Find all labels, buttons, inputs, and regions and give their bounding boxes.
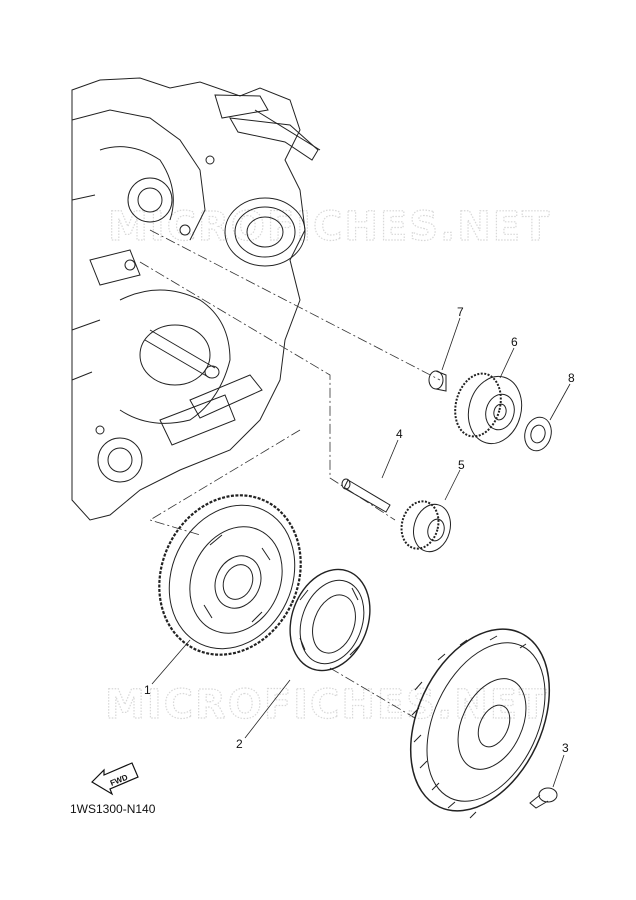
bolt (529, 787, 558, 809)
fwd-arrow-icon: FWD (91, 762, 139, 796)
engine-case (71, 77, 321, 521)
idle-gear (400, 500, 451, 553)
diagram-reference-code: 1WS1300-N140 (70, 802, 156, 816)
callout-2: 2 (236, 737, 243, 751)
callout-7: 7 (457, 305, 464, 319)
idle-gear-assembly (454, 372, 523, 445)
callout-8: 8 (568, 371, 575, 385)
callout-4: 4 (396, 427, 403, 441)
starter-clutch (289, 568, 371, 672)
flywheel-rotor (409, 628, 551, 819)
callout-leaders (151, 317, 571, 788)
ball-bearing (524, 416, 552, 452)
assembly-leader-lines (139, 229, 441, 719)
callout-5: 5 (458, 458, 465, 472)
idler-shaft (341, 478, 391, 513)
callout-6: 6 (511, 335, 518, 349)
needle-bearing (428, 370, 447, 392)
callout-3: 3 (562, 741, 569, 755)
watermark-bottom: MICROFICHES.NET (105, 682, 548, 728)
starter-driven-gear (158, 494, 302, 656)
callout-1: 1 (144, 683, 151, 697)
